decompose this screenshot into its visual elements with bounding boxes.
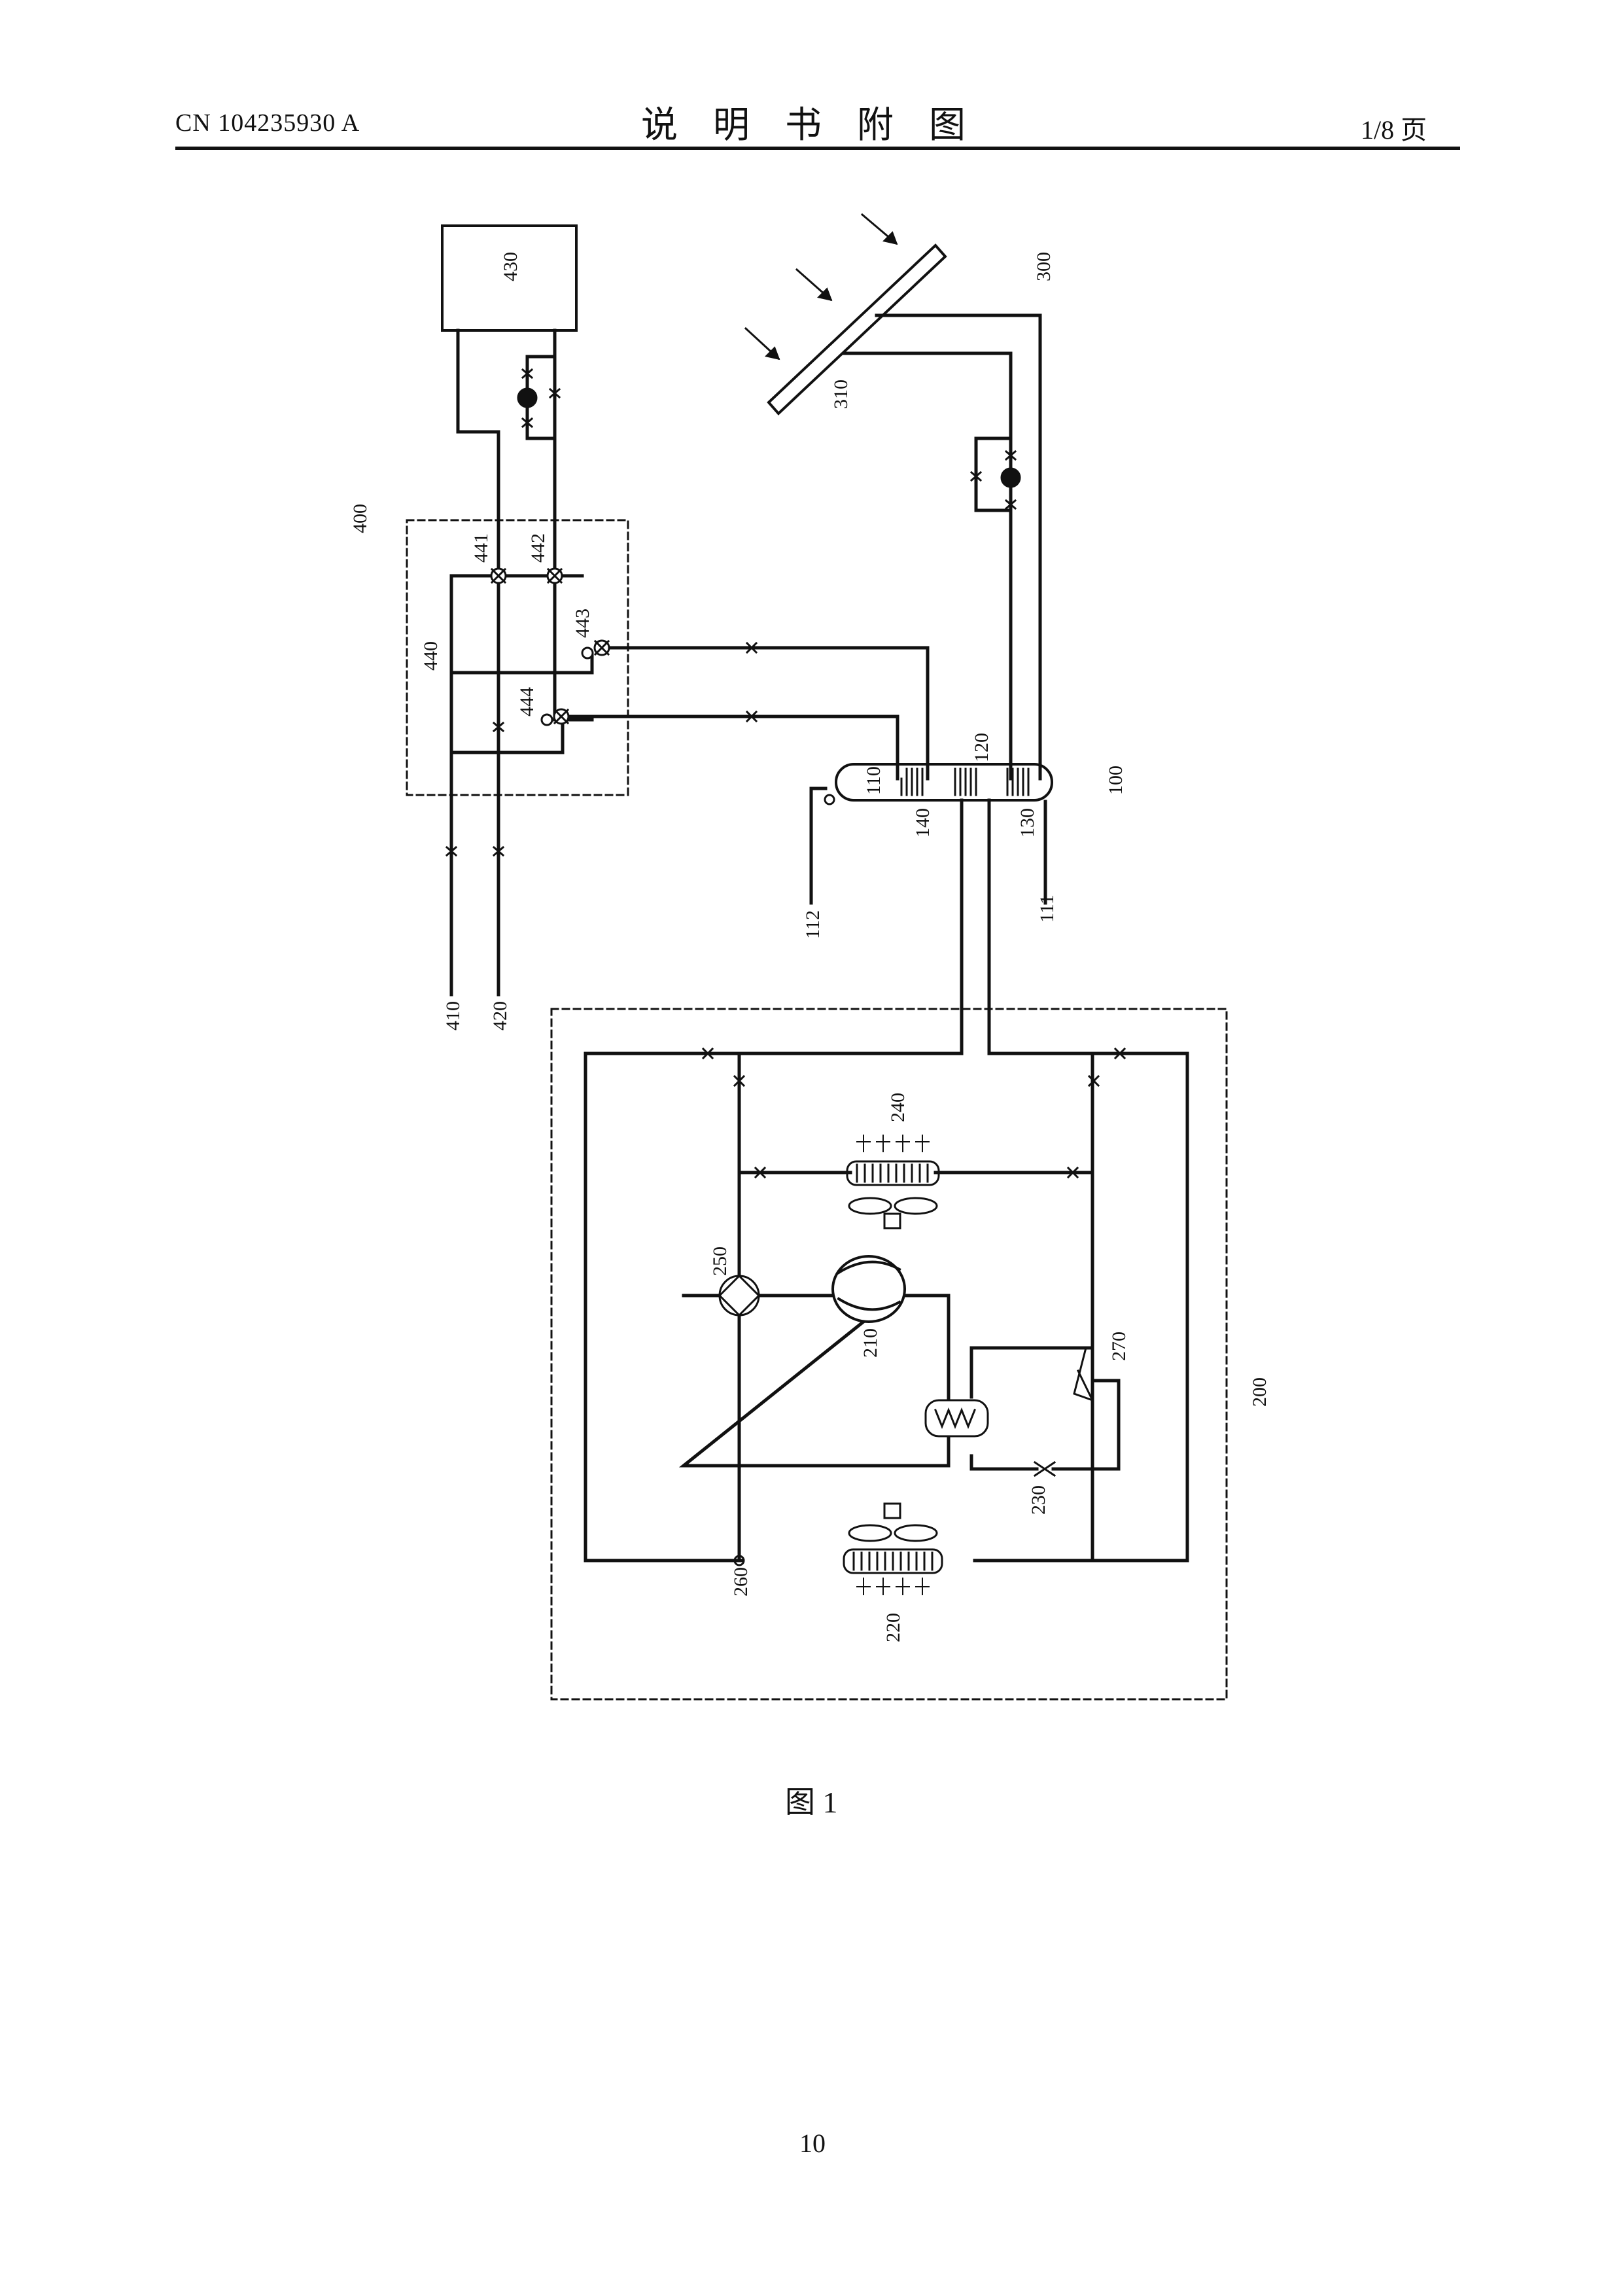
pipe-270-top <box>969 1346 1094 1399</box>
label-220: 220 <box>882 1613 904 1642</box>
label-270: 270 <box>1108 1332 1130 1361</box>
label-400: 400 <box>349 504 371 533</box>
label-112: 112 <box>802 910 824 939</box>
label-250: 250 <box>709 1246 731 1276</box>
expansion-valve-270 <box>1073 1347 1094 1402</box>
pipe-444-to-exchanger <box>567 715 899 781</box>
four-way-valve-250 <box>718 1274 761 1317</box>
valve-icon <box>701 1047 1126 1179</box>
label-443: 443 <box>572 609 593 638</box>
storage-tank-430 <box>441 224 578 332</box>
label-210: 210 <box>860 1328 881 1358</box>
pipe-loop-440 <box>449 574 565 754</box>
exchanger-coils <box>900 768 1030 796</box>
fan-icon <box>848 1502 938 1542</box>
pipe-collector-inner <box>842 351 1013 781</box>
label-200: 200 <box>1249 1377 1270 1407</box>
valve-icon <box>445 721 505 857</box>
compressor-210 <box>831 1255 906 1323</box>
patent-number: CN 104235930 A <box>175 109 360 137</box>
pipe-440-cross <box>449 652 594 675</box>
pipe-270-bottom <box>969 1379 1121 1471</box>
label-140: 140 <box>912 808 934 838</box>
solar-collector-310 <box>767 243 947 415</box>
valve-230 <box>1033 1460 1056 1477</box>
label-420: 420 <box>489 1001 511 1031</box>
plate-exchanger <box>924 1399 989 1438</box>
three-way-valve-icon <box>540 639 610 726</box>
header-title: 说明书附图 <box>641 104 1001 147</box>
label-442: 442 <box>527 533 549 563</box>
label-240: 240 <box>887 1093 909 1122</box>
label-110: 110 <box>863 766 884 795</box>
exchanger-valve <box>824 794 835 805</box>
label-410: 410 <box>442 1001 464 1031</box>
label-441: 441 <box>470 533 492 563</box>
label-120: 120 <box>971 733 992 762</box>
pump-icon <box>1000 467 1021 488</box>
pipe-exchanger-to-hp-left <box>584 798 964 1563</box>
fan-icon <box>848 1197 938 1229</box>
label-300: 300 <box>1033 252 1055 281</box>
label-260: 260 <box>730 1567 752 1597</box>
label-230: 230 <box>1028 1485 1049 1515</box>
figure-caption: 图 1 <box>785 1786 838 1819</box>
sun-ray-arrows <box>744 213 898 361</box>
page-fraction: 1/8 页 <box>1361 115 1427 145</box>
pipe-tank-left <box>456 328 500 578</box>
pump-loop-collector <box>974 436 1013 512</box>
valve-icon <box>521 368 561 429</box>
pipe-443-to-exchanger <box>608 646 930 781</box>
label-430: 430 <box>500 252 521 281</box>
pipe-compressor-loop <box>678 1294 951 1468</box>
unit-400-boundary <box>406 519 629 796</box>
heat-pump-200-boundary <box>550 1008 1228 1701</box>
three-way-valve-icon <box>490 567 563 584</box>
pipe-exchanger-to-hp-right <box>973 798 1189 1563</box>
heat-arrows-icon <box>856 1135 930 1152</box>
pipe-collector-outer <box>875 313 1042 781</box>
label-111: 111 <box>1036 894 1058 923</box>
label-310: 310 <box>830 380 852 409</box>
pump-icon <box>517 387 538 408</box>
junction-260 <box>733 1555 745 1566</box>
page-number: 10 <box>799 2128 826 2158</box>
valve-icon <box>745 641 758 723</box>
label-130: 130 <box>1017 808 1038 838</box>
finned-coil-220 <box>843 1548 943 1574</box>
heat-arrows-icon <box>856 1578 930 1595</box>
header-rule <box>175 147 1460 150</box>
pipe-112 <box>809 786 828 905</box>
finned-coil-240 <box>846 1160 940 1186</box>
valve-icon <box>969 450 1017 510</box>
label-100: 100 <box>1105 766 1126 795</box>
label-440: 440 <box>420 641 442 671</box>
heat-exchanger-100 <box>835 763 1053 802</box>
label-444: 444 <box>516 687 538 716</box>
